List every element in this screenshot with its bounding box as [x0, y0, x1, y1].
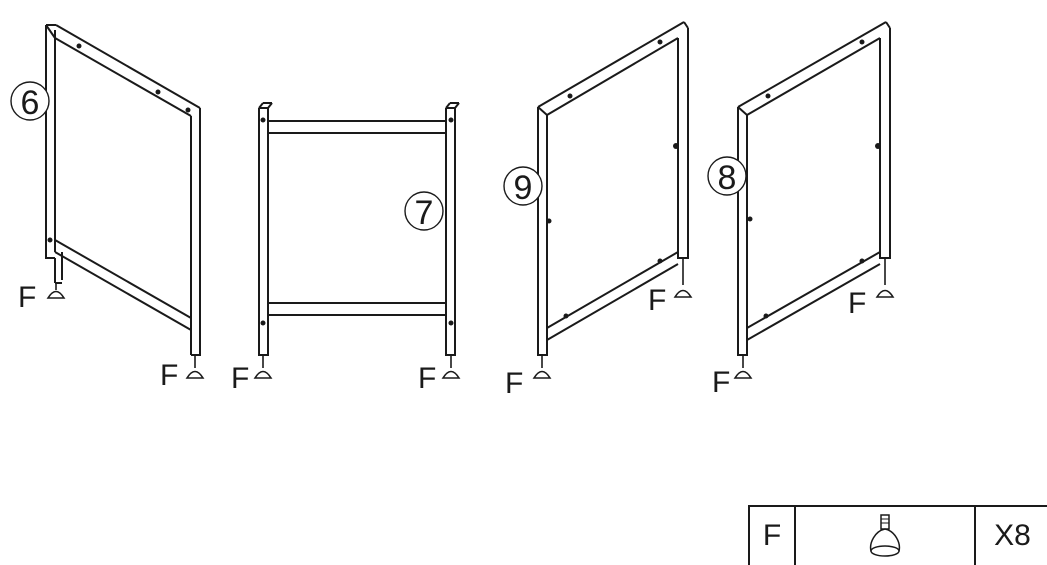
hole-marker: [763, 313, 769, 319]
panel-7: 7 F F: [231, 102, 461, 395]
svg-text:9: 9: [514, 169, 533, 207]
panel-8-callout: 8: [707, 156, 747, 197]
hole-marker: [859, 258, 865, 264]
foot-label-f: F: [848, 287, 866, 320]
leveling-foot-icon: [185, 355, 205, 379]
leveling-foot-icon: [673, 258, 693, 298]
leveling-foot-icon: [532, 355, 552, 379]
hole-marker: [260, 320, 266, 326]
hole-marker: [448, 320, 454, 326]
leveling-foot-icon: [869, 514, 901, 557]
part-icon-cell: [796, 507, 976, 565]
svg-text:8: 8: [718, 159, 737, 197]
hole-marker: [765, 93, 771, 99]
panel-7-frame: [258, 102, 460, 356]
panel-9: 9 F F: [503, 21, 693, 400]
panel-8-frame: [737, 21, 891, 356]
svg-text:6: 6: [21, 84, 40, 122]
hole-marker: [657, 39, 663, 45]
leveling-foot-icon: [253, 355, 273, 379]
foot-label-f: F: [231, 362, 249, 395]
foot-label-f: F: [418, 362, 436, 395]
foot-label-f: F: [648, 284, 666, 317]
leveling-foot-icon: [733, 355, 753, 379]
hole-marker: [155, 89, 161, 95]
panel-8: 8 F F: [707, 21, 895, 399]
hole-marker: [47, 237, 53, 243]
leveling-foot-icon: [875, 258, 895, 298]
hole-marker: [567, 93, 573, 99]
hole-marker: [185, 107, 191, 113]
part-quantity: X8: [994, 519, 1031, 552]
hole-marker: [657, 258, 663, 264]
parts-table: F X8: [748, 505, 1047, 565]
leveling-foot-icon: [46, 283, 66, 299]
foot-label-f: F: [505, 367, 523, 400]
hole-marker: [875, 143, 881, 149]
panel-6-callout: 6: [10, 81, 50, 122]
foot-label-f: F: [18, 281, 36, 314]
foot-label-f: F: [712, 366, 730, 399]
panel-6-frame: [45, 24, 201, 356]
hole-marker: [546, 218, 552, 224]
panel-7-callout: 7: [404, 191, 444, 232]
hole-marker: [76, 43, 82, 49]
panel-9-callout: 9: [503, 166, 543, 207]
hole-marker: [448, 117, 454, 123]
hole-marker: [673, 143, 679, 149]
hole-marker: [859, 39, 865, 45]
hole-marker: [563, 313, 569, 319]
panel-6: 6 F F: [10, 24, 205, 392]
svg-text:7: 7: [415, 194, 434, 232]
hole-marker: [260, 117, 266, 123]
hole-marker: [747, 216, 753, 222]
foot-label-f: F: [160, 359, 178, 392]
leveling-foot-icon: [441, 355, 461, 379]
part-letter: F: [750, 507, 796, 565]
